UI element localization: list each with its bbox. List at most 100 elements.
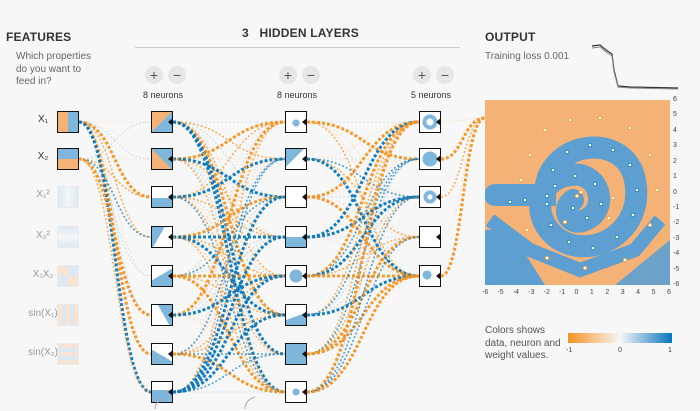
- link-l3-output[interactable]: [440, 116, 486, 161]
- neuron-l2-1[interactable]: [285, 111, 307, 133]
- remove-neuron-button-layer2[interactable]: −: [302, 66, 320, 84]
- neuron-l1-8[interactable]: [151, 381, 173, 403]
- link-l2-l3[interactable]: [306, 120, 420, 199]
- link-l2-l3[interactable]: [306, 121, 420, 160]
- link-l1-l2[interactable]: [172, 314, 286, 393]
- link-l3-output[interactable]: [440, 117, 486, 123]
- link-l1-l2[interactable]: [172, 275, 286, 355]
- neuron-l1-5[interactable]: [151, 265, 173, 287]
- link-l1-l2[interactable]: [172, 196, 286, 355]
- neuron-l2-7[interactable]: [285, 343, 307, 365]
- link-l3-output[interactable]: [440, 117, 486, 238]
- remove-neuron-button-layer1[interactable]: −: [168, 66, 186, 84]
- link-l1-l2[interactable]: [172, 158, 286, 355]
- neuron-output-arrow: [168, 350, 172, 358]
- link-l1-l2[interactable]: [172, 196, 286, 277]
- link-input-l1[interactable]: [78, 121, 152, 238]
- link-l2-l3[interactable]: [306, 236, 420, 316]
- link-input-l1[interactable]: [78, 121, 152, 160]
- link-l2-l3[interactable]: [306, 158, 420, 277]
- remove-neuron-button-layer3[interactable]: −: [436, 66, 454, 84]
- link-l2-l3[interactable]: [306, 196, 420, 393]
- link-input-l1[interactable]: [78, 158, 152, 198]
- link-input-l1[interactable]: [78, 158, 152, 277]
- link-l1-l2[interactable]: [172, 196, 286, 393]
- link-input-l1[interactable]: [78, 157, 152, 317]
- add-neuron-button-layer3[interactable]: +: [413, 66, 431, 84]
- neuron-l1-3[interactable]: [151, 186, 173, 208]
- y-tick-label: -3: [673, 234, 680, 242]
- link-l2-l3[interactable]: [306, 120, 420, 278]
- link-input-l1[interactable]: [78, 158, 152, 238]
- link-l1-l2[interactable]: [172, 158, 286, 316]
- x1x2-feature-icon[interactable]: [57, 265, 79, 287]
- neuron-l2-8[interactable]: [285, 381, 307, 403]
- neuron-l2-4[interactable]: [285, 226, 307, 248]
- link-l1-l2[interactable]: [172, 158, 286, 238]
- link-l1-l2[interactable]: [172, 236, 286, 316]
- link-input-l1[interactable]: [78, 121, 152, 160]
- x-tick-label: -5: [497, 289, 504, 296]
- neuron-l2-5[interactable]: [285, 265, 307, 287]
- link-l2-l3[interactable]: [306, 158, 420, 316]
- link-l1-l2[interactable]: [172, 121, 286, 238]
- link-l2-l3[interactable]: [306, 121, 420, 316]
- link-l2-l3[interactable]: [306, 195, 420, 239]
- link-l1-l2[interactable]: [172, 158, 286, 355]
- link-l1-l2[interactable]: [172, 313, 286, 394]
- link-l2-l3[interactable]: [306, 120, 420, 394]
- feature-label-x2-squared: X₂²: [36, 230, 50, 241]
- neuron-l1-4[interactable]: [151, 226, 173, 248]
- link-l1-l2[interactable]: [172, 235, 286, 394]
- x2-squared-feature-icon[interactable]: [57, 226, 79, 248]
- neuron-l1-6[interactable]: [151, 304, 173, 326]
- neuron-l2-6[interactable]: [285, 304, 307, 326]
- x1-feature-icon[interactable]: [57, 111, 79, 133]
- link-l1-l2[interactable]: [172, 314, 286, 355]
- link-l1-l2[interactable]: [172, 121, 286, 393]
- link-l2-l3[interactable]: [306, 158, 420, 238]
- link-l1-l2[interactable]: [172, 195, 286, 394]
- x1-squared-feature-icon[interactable]: [57, 186, 79, 208]
- neuron-l1-7[interactable]: [151, 343, 173, 365]
- link-l1-l2[interactable]: [172, 121, 286, 277]
- link-l2-l3[interactable]: [306, 121, 420, 238]
- sin-x2-feature-icon[interactable]: [57, 343, 79, 365]
- link-l2-l3[interactable]: [306, 158, 420, 355]
- link-l2-l3[interactable]: [306, 196, 420, 355]
- sin-x1-feature-icon[interactable]: [57, 304, 79, 326]
- link-input-l1[interactable]: [78, 158, 152, 355]
- link-l2-l3[interactable]: [306, 196, 420, 316]
- add-neuron-button-layer1[interactable]: +: [145, 66, 163, 84]
- neuron-l3-5[interactable]: [419, 265, 441, 287]
- link-l2-l3[interactable]: [306, 274, 420, 394]
- link-l1-l2[interactable]: [172, 158, 286, 238]
- neuron-l3-4[interactable]: [419, 226, 441, 248]
- neuron-l3-2[interactable]: [419, 148, 441, 170]
- neuron-l1-2[interactable]: [151, 148, 173, 170]
- neuron-l2-2[interactable]: [285, 148, 307, 170]
- link-l1-l2[interactable]: [172, 120, 286, 317]
- link-l1-l2[interactable]: [172, 120, 286, 161]
- link-l2-l3[interactable]: [306, 158, 420, 238]
- link-l2-l3[interactable]: [306, 120, 420, 161]
- link-input-l1[interactable]: [78, 120, 152, 199]
- feature-label-x1-squared: X₁²: [36, 189, 50, 200]
- link-l1-l2[interactable]: [172, 195, 286, 239]
- neuron-l1-1[interactable]: [151, 111, 173, 133]
- link-l1-l2[interactable]: [172, 274, 286, 394]
- link-l1-l2[interactable]: [172, 353, 286, 393]
- link-l1-l2[interactable]: [172, 120, 286, 356]
- neuron-l3-3[interactable]: [419, 186, 441, 208]
- link-input-l1[interactable]: [78, 158, 152, 393]
- x2-feature-icon[interactable]: [57, 148, 79, 170]
- neuron-l3-1[interactable]: [419, 111, 441, 133]
- link-l3-output[interactable]: [440, 116, 486, 278]
- link-l1-l2[interactable]: [172, 158, 286, 277]
- neuron-l2-3[interactable]: [285, 186, 307, 208]
- link-input-l1[interactable]: [78, 120, 152, 394]
- link-l2-l3[interactable]: [306, 236, 420, 393]
- link-l1-l2[interactable]: [172, 196, 286, 277]
- link-l1-l2[interactable]: [172, 157, 286, 199]
- add-neuron-button-layer2[interactable]: +: [279, 66, 297, 84]
